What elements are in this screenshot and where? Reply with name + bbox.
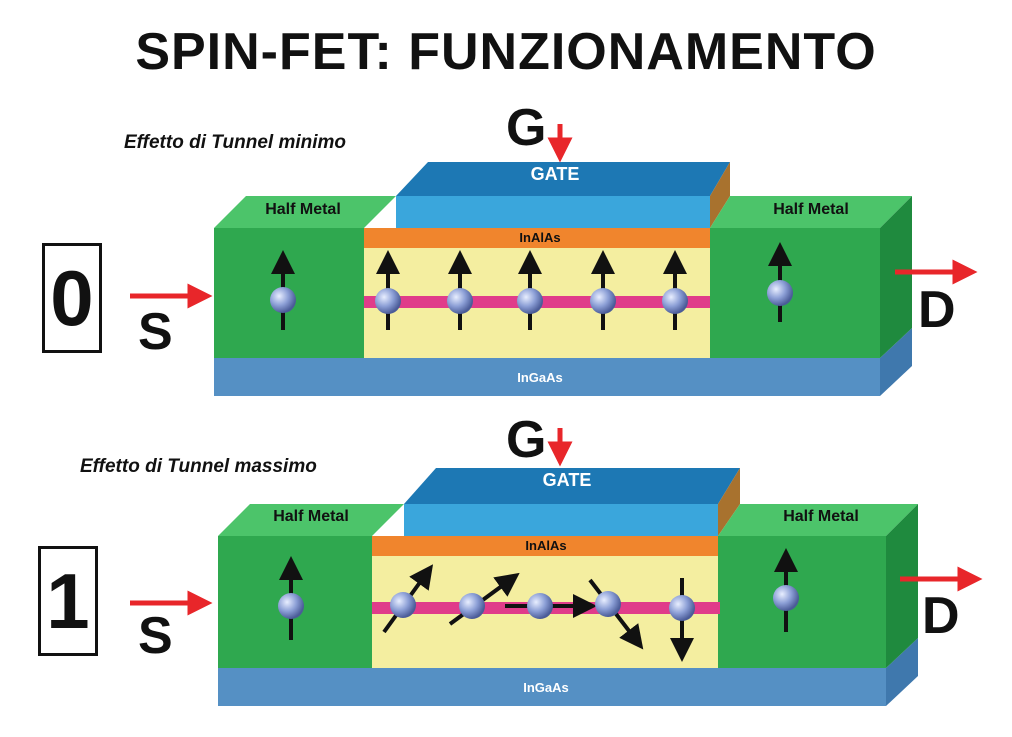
right-metal-top-face-top xyxy=(710,196,912,228)
right-metal-side-top xyxy=(880,196,912,358)
right-metal-label-bottom: Half Metal xyxy=(783,508,859,525)
effect-label-bottom: Effetto di Tunnel massimo xyxy=(80,456,317,477)
spin-electron xyxy=(447,250,473,330)
left-metal-label-bottom: Half Metal xyxy=(273,508,349,525)
barrier-bottom xyxy=(372,536,720,556)
right-metal-bottom xyxy=(718,536,886,668)
spin-electrons-top xyxy=(270,242,793,330)
right-metal-top xyxy=(710,228,880,358)
left-metal-top-face-top xyxy=(214,196,396,228)
spin-electron xyxy=(773,548,799,632)
barrier-label-top: InAlAs xyxy=(519,230,561,245)
substrate-bottom xyxy=(218,668,886,706)
device-bottom xyxy=(130,428,983,706)
spin-electron xyxy=(375,250,401,330)
gate-terminal-top: G xyxy=(506,99,547,157)
barrier-top xyxy=(364,228,710,248)
gate-label-top: GATE xyxy=(530,164,580,184)
gate-top-face-top xyxy=(396,162,730,196)
spin-electron xyxy=(517,250,543,330)
state-box-top: 0 xyxy=(42,243,102,353)
page-title: SPIN-FET: FUNZIONAMENTO xyxy=(135,23,877,81)
spin-electron xyxy=(590,250,616,330)
gate-label-bottom: GATE xyxy=(542,470,592,490)
spin-electron xyxy=(448,572,520,626)
effect-label-top: Effetto di Tunnel minimo xyxy=(124,132,347,153)
gate-top xyxy=(396,196,710,228)
spin-electron xyxy=(505,593,597,619)
source-terminal-top: S xyxy=(138,303,173,361)
spin-electron xyxy=(588,578,644,650)
spin-electron xyxy=(382,564,434,634)
spin-electron xyxy=(270,250,296,330)
drain-terminal-top: D xyxy=(918,281,956,339)
substrate-top xyxy=(214,358,880,396)
spin-electron xyxy=(767,242,793,322)
source-terminal-bottom: S xyxy=(138,607,173,665)
gate-bottom xyxy=(404,504,718,536)
device-top xyxy=(130,124,978,396)
spin-electron xyxy=(662,250,688,330)
spin-electrons-bottom xyxy=(278,548,799,662)
substrate-label-top: InGaAs xyxy=(517,370,563,385)
drain-terminal-bottom: D xyxy=(922,587,960,645)
right-metal-label-top: Half Metal xyxy=(773,201,849,218)
substrate-label-bottom: InGaAs xyxy=(523,680,569,695)
gate-terminal-bottom: G xyxy=(506,411,547,469)
barrier-label-bottom: InAlAs xyxy=(525,538,567,553)
left-metal-label-top: Half Metal xyxy=(265,201,341,218)
spin-electron xyxy=(278,556,304,640)
state-box-bottom: 1 xyxy=(38,546,98,656)
spin-electron xyxy=(669,578,695,662)
